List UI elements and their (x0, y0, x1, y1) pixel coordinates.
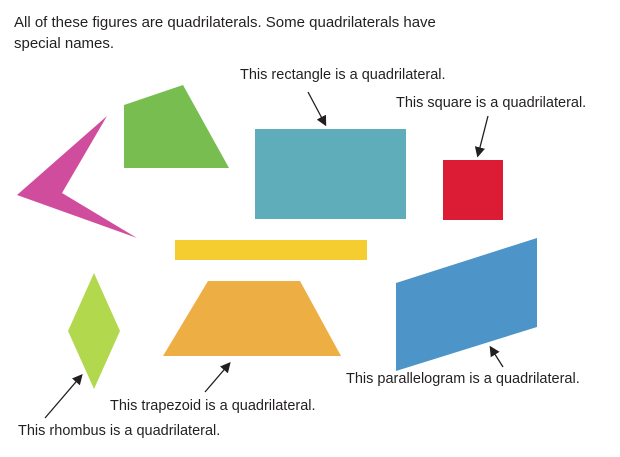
arrow-trapezoid (204, 362, 231, 393)
dart-quadrilateral (17, 116, 137, 238)
arrow-square (474, 115, 489, 158)
yellow-bar (175, 240, 367, 260)
rectangle-label: This rectangle is a quadrilateral. (240, 67, 446, 83)
rhombus (68, 273, 120, 389)
arrow-rhombus (44, 374, 83, 419)
arrow-rectangle (307, 91, 327, 127)
parallelogram-label: This parallelogram is a quadrilateral. (346, 371, 580, 387)
intro-text: All of these figures are quadrilaterals.… (14, 14, 436, 52)
rectangle (255, 129, 406, 219)
green-quadrilateral (124, 85, 229, 168)
parallelogram (396, 238, 537, 371)
square (443, 160, 503, 220)
trapezoid (163, 281, 341, 356)
square-label: This square is a quadrilateral. (396, 95, 587, 111)
trapezoid-label: This trapezoid is a quadrilateral. (110, 398, 316, 414)
arrow-parallelogram (489, 345, 504, 368)
rhombus-label: This rhombus is a quadrilateral. (18, 423, 221, 439)
